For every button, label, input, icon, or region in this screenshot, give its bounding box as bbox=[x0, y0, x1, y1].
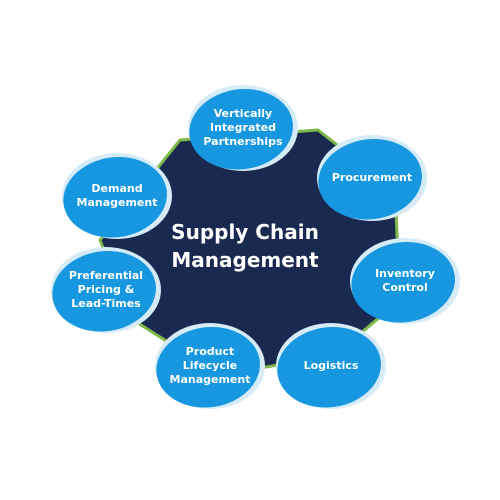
node-label-preferential-pricing-lead-times: Preferential Pricing & Lead-Times bbox=[68, 268, 144, 311]
center-title: Supply Chain Management bbox=[171, 220, 319, 272]
bubble-vertically-integrated-partnerships bbox=[189, 89, 293, 170]
bubble-logistics bbox=[277, 327, 381, 408]
node-label-procurement: Procurement bbox=[331, 170, 413, 184]
bubble-product-lifecycle-management bbox=[156, 327, 260, 408]
node-label-demand-management: Demand Management bbox=[76, 181, 158, 209]
bubbles-layer bbox=[51, 85, 460, 409]
node-label-vertically-integrated-partnerships: Vertically Integrated Partnerships bbox=[203, 106, 283, 149]
node-label-logistics: Logistics bbox=[303, 358, 359, 372]
bubble-inventory-control bbox=[351, 242, 455, 323]
node-label-product-lifecycle-management: Product Lifecycle Management bbox=[169, 344, 251, 387]
bubble-demand-management bbox=[63, 157, 167, 238]
bubble-preferential-pricing-lead-times bbox=[52, 251, 156, 332]
node-label-inventory-control: Inventory Control bbox=[375, 266, 435, 294]
bubble-procurement bbox=[318, 139, 422, 220]
